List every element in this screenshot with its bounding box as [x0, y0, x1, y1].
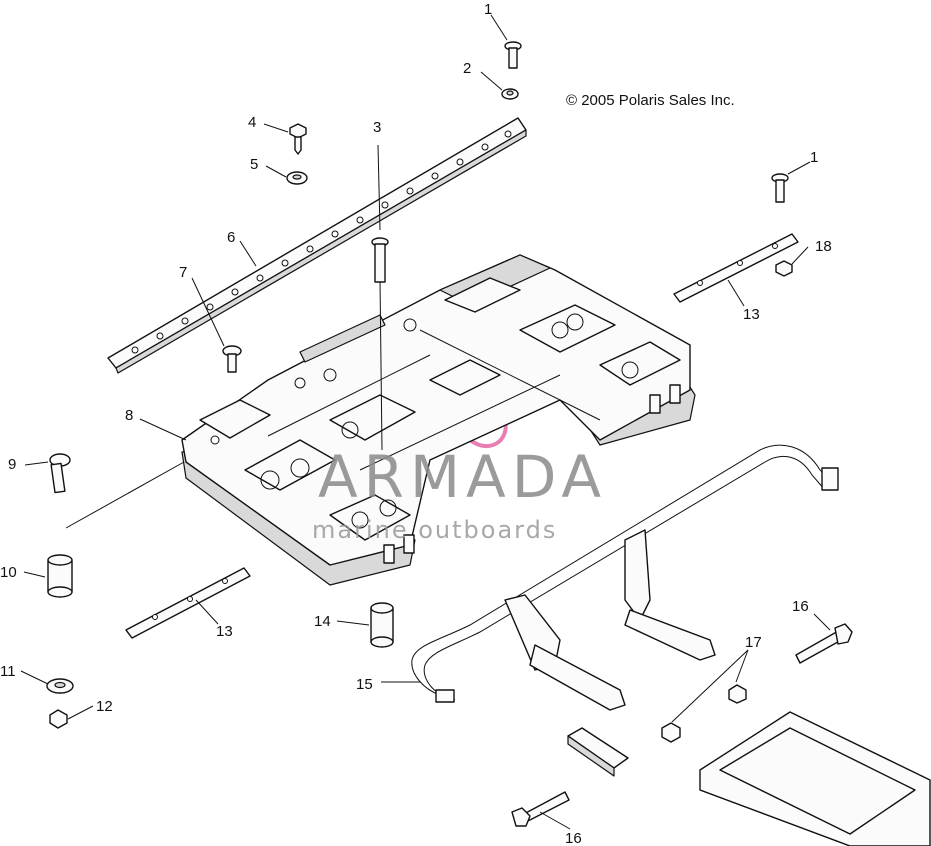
- callout-16: 16: [792, 598, 809, 615]
- callout-1: 1: [810, 149, 818, 166]
- callout-6: 6: [227, 229, 235, 246]
- rail-strip-6: [107, 117, 527, 374]
- callout-14: 14: [314, 613, 331, 630]
- callout-15: 15: [356, 676, 373, 693]
- callout-13: 13: [216, 623, 233, 640]
- screw-1-right: [771, 173, 789, 203]
- screw-1-top: [504, 41, 522, 69]
- nut-17-upper: [728, 684, 747, 704]
- plate: [567, 727, 629, 777]
- callout-9: 9: [8, 456, 16, 473]
- watermark-brand: ARMADA: [318, 443, 607, 511]
- callout-labels: 1 2 1 3 4 5 6 7 8 9 10 11 12 13 13 14 15…: [0, 1, 832, 846]
- spacer-14: [370, 602, 394, 648]
- nut-17-lower: [661, 722, 681, 743]
- nut-18: [775, 260, 793, 277]
- watermark-tagline: marine outboards: [312, 516, 557, 544]
- bolt-16-right: [795, 623, 853, 664]
- screw-7: [222, 345, 242, 373]
- strip-13-right: [673, 233, 799, 303]
- bolt-3: [371, 144, 389, 451]
- bolt-9: [49, 453, 71, 494]
- callout-5: 5: [250, 156, 258, 173]
- washer-2: [501, 88, 519, 100]
- callout-8: 8: [125, 407, 133, 424]
- callout-11: 11: [0, 663, 16, 680]
- spacer-10: [47, 554, 73, 598]
- callout-17: 17: [745, 634, 762, 651]
- nut-12: [49, 709, 68, 729]
- callout-2: 2: [463, 60, 471, 77]
- callout-4: 4: [248, 114, 256, 131]
- callout-7: 7: [179, 264, 187, 281]
- bolt-4: [289, 123, 307, 155]
- tray: [699, 711, 931, 846]
- callout-18: 18: [815, 238, 832, 255]
- callout-3: 3: [373, 119, 381, 136]
- callout-12: 12: [96, 698, 113, 715]
- callout-13: 13: [743, 306, 760, 323]
- leader-lines: [20, 14, 831, 830]
- callout-16: 16: [565, 830, 582, 846]
- rack-panel-8: [181, 254, 696, 586]
- washer-11: [46, 678, 74, 694]
- copyright-text: © 2005 Polaris Sales Inc.: [566, 92, 735, 109]
- washer-5: [286, 171, 308, 185]
- tube-frame-15: [411, 444, 839, 711]
- callout-1: 1: [484, 1, 492, 18]
- bolt-16-bottom: [511, 791, 570, 827]
- strip-13-left: [125, 567, 251, 639]
- callout-10: 10: [0, 564, 17, 581]
